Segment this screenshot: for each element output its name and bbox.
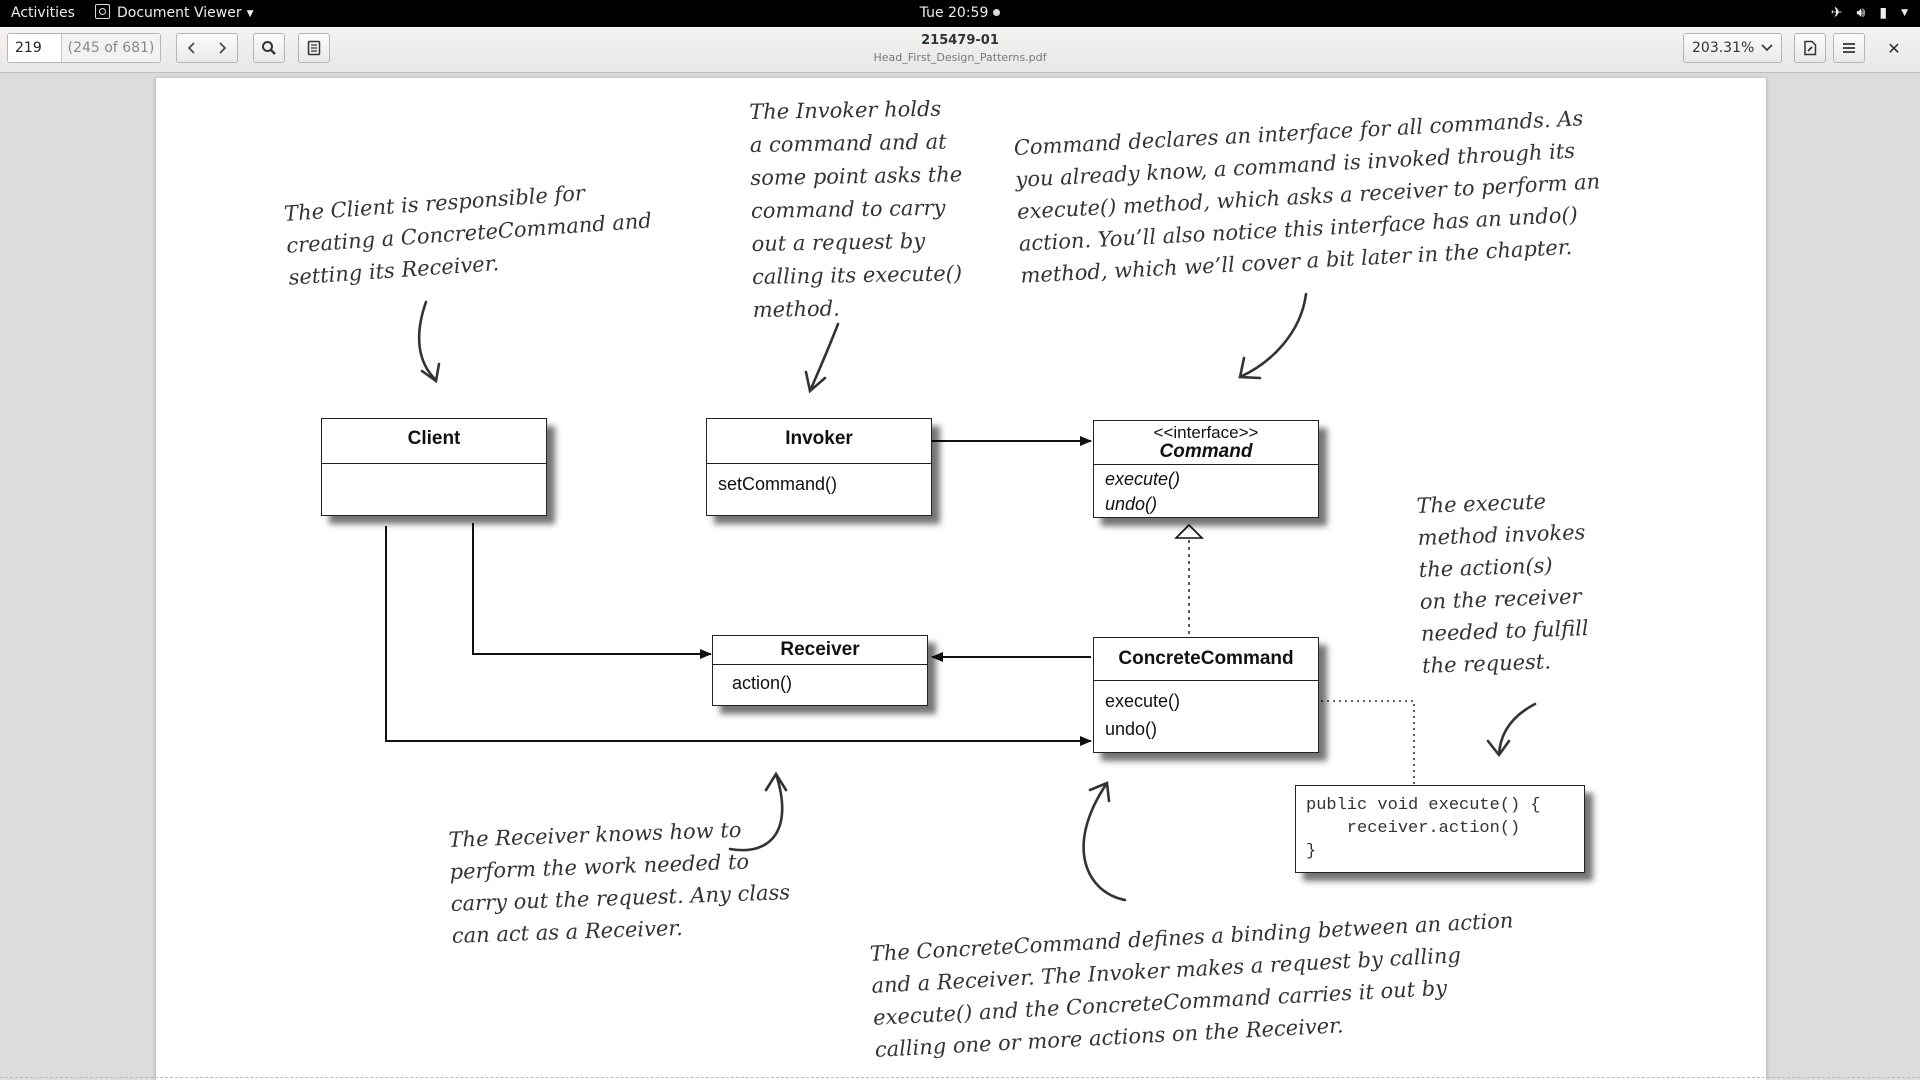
class-receiver: Receiver action() [712, 635, 928, 706]
clock-label: Tue 20:59 [919, 5, 989, 21]
document-page: The Client is responsible for creating a… [155, 78, 1767, 1080]
hand-arrow-invoker [804, 322, 840, 394]
hand-arrow-command [1238, 292, 1308, 380]
battery-icon: ▮ [1879, 5, 1888, 21]
class-invoker-method: setCommand() [718, 474, 838, 494]
hand-arrow-concrete [1082, 781, 1127, 902]
volume-icon: 🔊︎ [1856, 5, 1866, 21]
class-invoker: Invoker setCommand() [706, 418, 932, 516]
caret-down-icon: ▼ [1901, 8, 1908, 18]
realization-triangle [1174, 523, 1204, 539]
hand-arrow-execute [1486, 702, 1537, 758]
note-command: Command declares an interface for all co… [1013, 106, 1601, 288]
hand-arrow-receiver [728, 771, 788, 852]
class-client-name: Client [322, 419, 546, 464]
annotations-button[interactable] [1794, 33, 1826, 63]
chevron-left-icon [187, 42, 195, 54]
document-viewport[interactable]: The Client is responsible for creating a… [0, 73, 1920, 1080]
class-concretecommand-name: ConcreteCommand [1094, 638, 1318, 681]
search-icon [262, 41, 276, 55]
menu-button[interactable] [1833, 33, 1865, 63]
class-client: Client [321, 418, 547, 516]
hamburger-menu-icon [1843, 43, 1855, 53]
class-command-method-execute: execute() [1105, 469, 1181, 489]
chevron-down-icon [1761, 44, 1773, 52]
page-edge [0, 1077, 1920, 1078]
airplane-mode-icon: ✈ [1830, 5, 1843, 21]
page-number-input[interactable] [8, 34, 62, 62]
app-menu-label: Document Viewer [117, 5, 242, 21]
class-command-name: Command [1159, 441, 1253, 462]
next-page-button[interactable] [206, 33, 238, 63]
close-icon: ✕ [1887, 39, 1901, 58]
search-button[interactable] [253, 33, 285, 63]
chevron-right-icon [218, 42, 226, 54]
caret-down-icon: ▼ [246, 9, 254, 19]
activities-button[interactable]: Activities [11, 5, 75, 21]
client-concretecommand-association [385, 526, 1092, 746]
sidebar-icon [307, 40, 321, 56]
zoom-select[interactable]: 203.31% [1683, 33, 1782, 63]
document-filename: Head_First_Design_Patterns.pdf [873, 51, 1047, 64]
diagram-connectors [385, 292, 1537, 902]
page-count-label: (245 of 681) [62, 34, 160, 62]
client-receiver-association [472, 523, 712, 659]
app-menu[interactable]: Document Viewer ▼ [95, 0, 254, 27]
close-window-button[interactable]: ✕ [1882, 37, 1906, 61]
class-command-method-undo: undo() [1105, 494, 1158, 514]
class-concretecommand: ConcreteCommand execute() undo() [1093, 637, 1319, 753]
code-snippet: public void execute() { receiver.action(… [1295, 785, 1585, 873]
document-title: 215479-01 [921, 33, 999, 48]
class-receiver-name: Receiver [713, 636, 927, 665]
note-invoker: The Invoker holds a command and at some … [749, 96, 963, 322]
previous-page-button[interactable] [176, 33, 207, 63]
note-execute: The execute method invokes the action(s)… [1416, 489, 1589, 678]
zoom-value: 203.31% [1692, 40, 1755, 56]
clock[interactable]: Tue 20:59 [920, 5, 1001, 21]
header-bar: (245 of 681) 215479-01 Head_First_Design… [0, 27, 1920, 73]
sidebar-toggle-button[interactable] [298, 33, 330, 63]
class-concretecommand-method-undo: undo() [1105, 719, 1158, 739]
class-invoker-name: Invoker [707, 419, 931, 464]
class-command-stereotype: <<interface>> [1153, 423, 1259, 442]
notification-dot-icon [993, 9, 1001, 16]
class-concretecommand-method-execute: execute() [1105, 691, 1181, 711]
system-tray[interactable]: ✈ 🔊︎ ▮ ▼ [1831, 0, 1908, 27]
document-viewer-icon [95, 4, 110, 19]
annotate-icon [1804, 40, 1817, 56]
page-navigation: (245 of 681) [7, 33, 161, 63]
top-bar: Activities Document Viewer ▼ Tue 20:59 ✈ … [0, 0, 1920, 27]
hand-arrow-client [417, 300, 441, 384]
class-receiver-method: action() [732, 673, 793, 693]
note-receiver: The Receiver knows how to perform the wo… [448, 817, 791, 948]
class-command: <<interface>> Command execute() undo() [1093, 420, 1319, 518]
